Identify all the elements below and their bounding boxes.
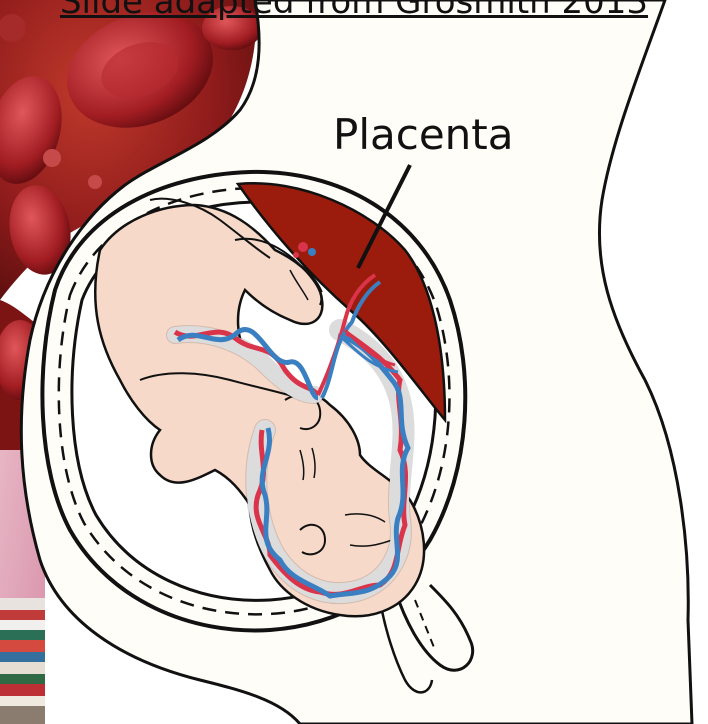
- placenta-label: Placenta: [333, 110, 514, 159]
- partial-caption: Slide adapted from Grosmith 2013: [0, 0, 708, 22]
